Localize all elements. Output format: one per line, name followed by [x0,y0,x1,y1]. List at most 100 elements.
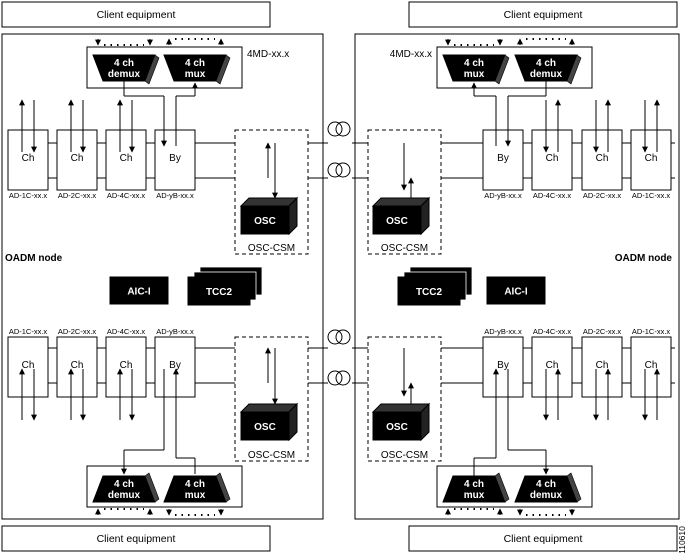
client-equipment-box [1,525,271,552]
osc-front [240,205,290,235]
band-filter-label: By [497,153,509,164]
client-equipment-label: Client equipment [97,533,176,545]
osc-csm-label: OSC-CSM [381,243,428,254]
osc-label: OSC [254,216,276,227]
tcc-card [187,276,251,306]
ad-card-name: AD-2C-xx.x [583,191,622,200]
ad-card-frame [7,129,49,191]
osc-front [372,205,422,235]
aic-card-label: AIC-I [504,287,528,298]
ad-card-name: AD-4C-xx.x [107,327,146,336]
fiber-spool-icon [335,370,351,386]
osc-csm-label: OSC-CSM [248,243,295,254]
tcc-card-label: TCC2 [416,287,443,298]
oadm-node-label-left: OADM node [5,253,63,264]
mux-side [566,472,582,503]
ad-card-name: AD-4C-xx.x [533,327,572,336]
mux-4ch-block [163,54,231,85]
fiber-spool-icon [327,121,343,137]
client-equipment-label: Client equipment [504,9,583,21]
ad-card-frame [105,336,147,398]
osc-label: OSC [254,422,276,433]
demux-4ch-block [92,54,160,85]
ad-card-frame [56,336,98,398]
ad-card-name: AD-yB-xx.x [484,327,522,336]
band-filter-label: By [497,360,509,371]
demux-4ch-block [92,472,160,503]
fiber-spool-icon [327,370,343,386]
tcc-card-label: TCC2 [206,287,233,298]
client-equipment-box [408,1,678,28]
fiber-spool-icon [335,162,351,178]
fiber-spool-icon [335,121,351,137]
ad-card-name: AD-2C-xx.x [583,327,622,336]
ad-card-name: AD-1C-xx.x [632,191,671,200]
mux-side [494,54,510,85]
osc-module [239,196,299,236]
ad-card-frame [630,129,672,191]
mux-side [144,54,160,85]
ad-card-name: AD-4C-xx.x [107,191,146,200]
channel-filter-label: Ch [22,360,35,371]
osc-top [371,197,431,207]
channel-filter-label: Ch [546,360,559,371]
client-equipment-label: Client equipment [504,533,583,545]
client-equipment-box [1,1,271,28]
ad-card-name: AD-2C-xx.x [58,191,97,200]
aic-card-label: AIC-I [127,287,151,298]
mux-side [215,54,231,85]
mux-side [566,54,582,85]
mux-4ch-block [163,472,231,503]
mux-side [144,472,160,503]
channel-filter-label: Ch [596,360,609,371]
ad-card-frame [7,336,49,398]
demux-4ch-block [514,54,582,85]
ad-card-frame [154,336,196,398]
ad-card-name: AD-yB-xx.x [484,191,522,200]
channel-filter-label: Ch [22,153,35,164]
mux-4ch-block [442,54,510,85]
band-filter-label: By [169,360,181,371]
fiber-spool-icon [327,162,343,178]
ad-card-frame [105,129,147,191]
ad-card-frame [581,336,623,398]
channel-filter-label: Ch [546,153,559,164]
ad-card-frame [56,129,98,191]
osc-csm-label: OSC-CSM [248,450,295,461]
client-equipment-label: Client equipment [97,9,176,21]
channel-filter-label: Ch [645,360,658,371]
channel-filter-label: Ch [120,360,133,371]
ad-card-frame [581,129,623,191]
osc-front [240,411,290,441]
fiber-spool-icon [335,329,351,345]
mux-side [215,472,231,503]
osc-csm-label: OSC-CSM [381,450,428,461]
osc-module [371,196,431,236]
osc-top [371,403,431,413]
mux-4md-label-right: 4MD-xx.x [390,49,432,60]
osc-top [239,403,299,413]
ad-card-name: AD-1C-xx.x [632,327,671,336]
osc-front [372,411,422,441]
fiber-spool-icon [327,329,343,345]
osc-csm-box [234,336,309,462]
band-filter-label: By [169,153,181,164]
ad-card-frame [531,336,573,398]
oadm-node-label-right: OADM node [615,253,673,264]
osc-label: OSC [386,422,408,433]
osc-label: OSC [386,216,408,227]
ad-card-name: AD-4C-xx.x [533,191,572,200]
channel-filter-label: Ch [645,153,658,164]
ad-card-frame [482,336,524,398]
ad-card-frame [630,336,672,398]
channel-filter-label: Ch [71,153,84,164]
aic-card [486,276,546,305]
aic-card [109,276,169,305]
osc-top [239,197,299,207]
ad-card-name: AD-1C-xx.x [9,327,48,336]
